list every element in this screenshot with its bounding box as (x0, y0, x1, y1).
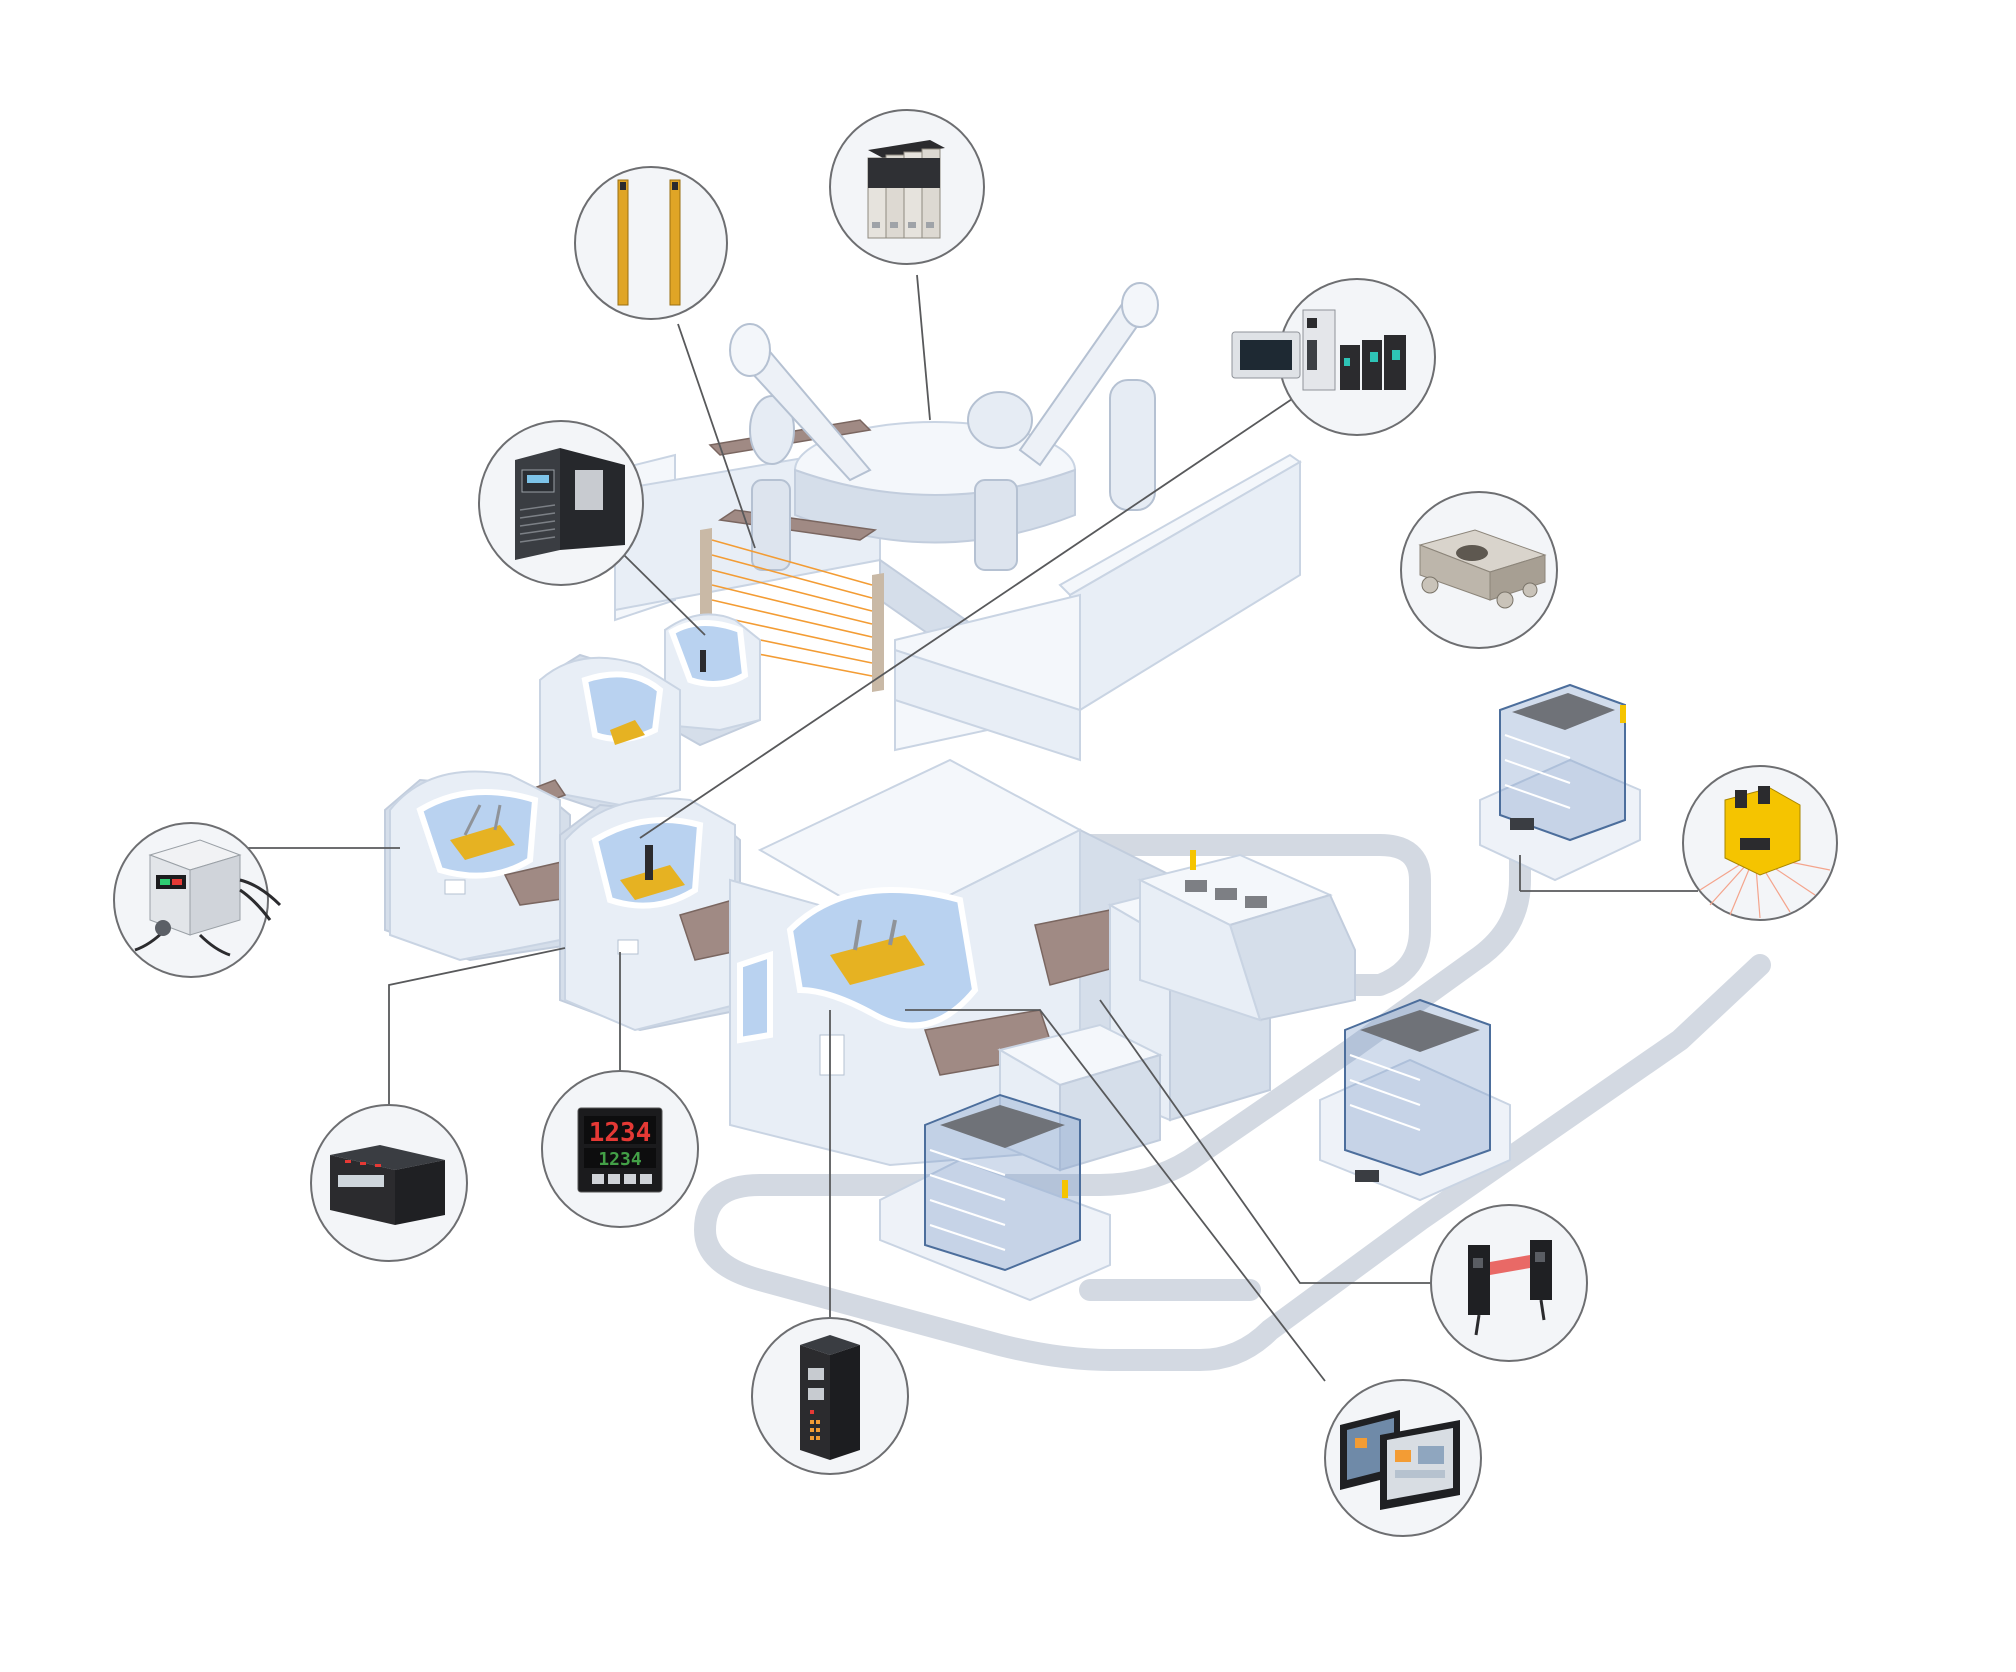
temperature-controller-icon: 1234 1234 (577, 1107, 663, 1193)
callout-network-module[interactable] (751, 1317, 909, 1475)
photoelectric-sensor-icon (1468, 1240, 1552, 1336)
plc-module-icon (330, 1145, 445, 1225)
callout-fiber-amplifier[interactable] (113, 822, 282, 978)
callout-motion-controller-set[interactable] (1231, 278, 1436, 436)
callout-laser-marker[interactable] (478, 420, 644, 586)
callout-pneumatic-valve[interactable] (1400, 491, 1558, 649)
motion-controller-icon (1231, 309, 1406, 391)
fiber-sensor-amplifier-icon (134, 839, 282, 957)
work-station-front-2 (559, 797, 741, 1032)
network-module-icon (800, 1335, 860, 1460)
robot-cell (614, 282, 1302, 762)
callout-hmi-touch-panels[interactable] (1324, 1379, 1482, 1537)
agv-track (694, 809, 1771, 1371)
work-station-3 (664, 613, 761, 747)
valve-manifold-icon (1418, 529, 1547, 609)
callout-plc-unit[interactable] (310, 1104, 468, 1262)
callout-photoelectric-sensor[interactable] (1430, 1204, 1588, 1362)
laser-scanner-icon (1699, 786, 1831, 919)
laser-marker-controller-icon (515, 448, 625, 560)
temperature-sv-readout: 1234 (598, 1149, 642, 1170)
work-station-1 (384, 770, 571, 962)
agv-cart-2 (1319, 998, 1511, 1202)
temperature-pv-readout: 1234 (589, 1118, 652, 1148)
robot-arm-left (729, 323, 872, 571)
callout-temperature-controller[interactable]: 1234 1234 (541, 1070, 699, 1228)
callout-safety-laser-scanner[interactable] (1682, 765, 1838, 921)
agv-cart-1 (879, 1093, 1111, 1302)
callout-servo-drives[interactable] (829, 109, 985, 265)
servo-amplifier-icon (867, 140, 945, 239)
robot-arm-right (967, 282, 1159, 571)
safety-light-curtain-icon (617, 179, 681, 306)
callout-light-curtain[interactable] (574, 166, 728, 320)
hmi-panel-icon (1340, 1410, 1460, 1510)
leader-lines (248, 274, 1698, 1382)
loader-machine (1137, 850, 1356, 1022)
work-station-2 (539, 653, 681, 812)
agv-cart-3 (1479, 683, 1641, 882)
